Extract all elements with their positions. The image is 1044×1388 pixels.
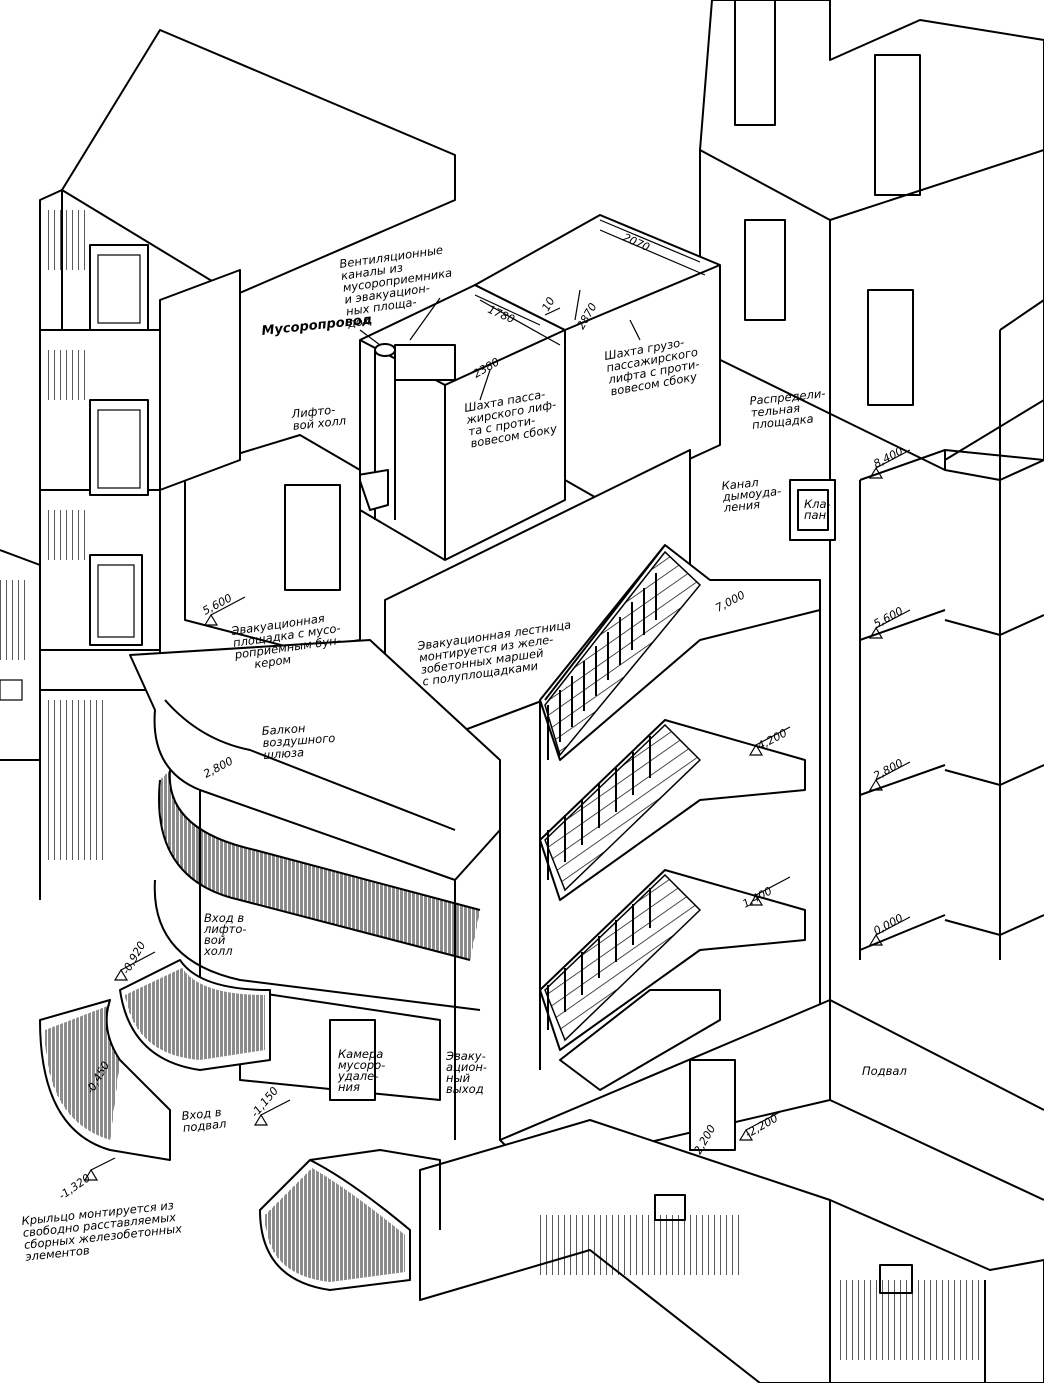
label-chute: Мусоропровод — [261, 312, 373, 339]
evac-stair — [539, 544, 821, 1091]
label-balcony: Балкон воздушного шлюза — [261, 719, 340, 762]
label-distribution: Распредели- тельная площадка — [749, 386, 832, 432]
far-left-building — [0, 549, 41, 761]
dimension-lines — [474, 219, 701, 326]
label-valve: Кла- пан — [804, 497, 834, 522]
label-vent: Вентиляционные каналы из мусороприемника… — [337, 241, 461, 330]
elev-1150: -1,150 — [248, 1084, 281, 1120]
elev-4200: 4,200 — [755, 726, 789, 752]
porches — [39, 959, 441, 1291]
lower-structures — [239, 989, 1044, 1384]
leader-lines — [359, 297, 641, 401]
elevation-markers — [83, 449, 911, 1181]
central-walls — [159, 269, 691, 761]
label-basement-entry: Вход в подвал — [181, 1104, 228, 1134]
label-smoke-channel: Канал дымоудa- ления — [720, 473, 787, 515]
elev-1320: -1,320 — [56, 1171, 93, 1202]
label-chamber: Камера мусоро- удале- ния — [337, 1047, 389, 1094]
label-evac-exit: Эваку- ацион- ный выход — [445, 1049, 491, 1096]
elev-2800-right: 2,800 — [871, 756, 905, 782]
airlock-balcony — [129, 639, 501, 1140]
label-lift-hall: Лифто- вой холл — [290, 401, 348, 433]
lift-shafts — [357, 214, 721, 561]
label-lift-entry: Вход в лифто- вой холл — [203, 911, 250, 958]
label-porch-note: Крыльцо монтируется из свободно расставл… — [21, 1197, 188, 1264]
label-basement: Подвал — [862, 1064, 907, 1078]
label-freight-shaft: Шахта грузо- пассажирского лифта с проти… — [602, 332, 707, 398]
dim-10: 10 — [539, 295, 557, 314]
